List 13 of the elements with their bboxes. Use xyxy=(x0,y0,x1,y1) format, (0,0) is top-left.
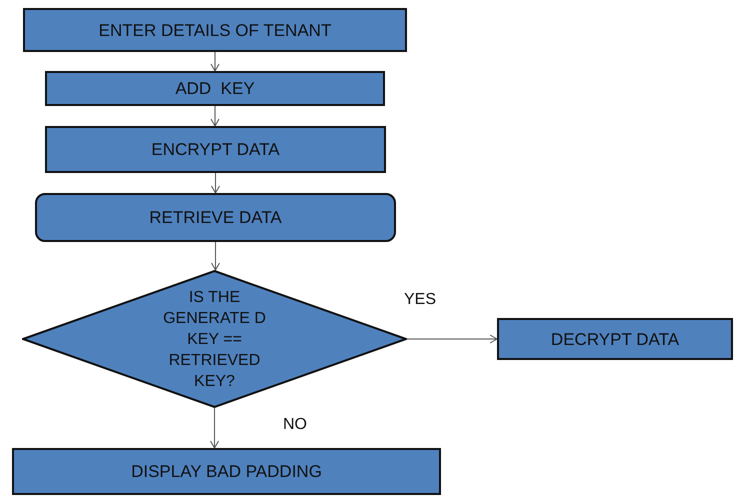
process-box: DISPLAY BAD PADDING xyxy=(12,448,441,495)
process-box: ENTER DETAILS OF TENANT xyxy=(23,8,407,52)
arrow xyxy=(210,408,219,448)
arrow xyxy=(211,242,220,270)
arrow xyxy=(406,334,498,344)
decision-text: IS THE GENERATE D KEY == RETRIEVED KEY? xyxy=(162,288,267,392)
process-box: ADD KEY xyxy=(45,71,385,106)
arrow xyxy=(211,172,220,194)
process-box: DECRYPT DATA xyxy=(497,318,733,360)
rounded-process-box: RETRIEVE DATA xyxy=(35,193,396,242)
arrow xyxy=(210,52,220,72)
arrow xyxy=(210,106,220,126)
process-box: ENCRYPT DATA xyxy=(45,126,386,173)
